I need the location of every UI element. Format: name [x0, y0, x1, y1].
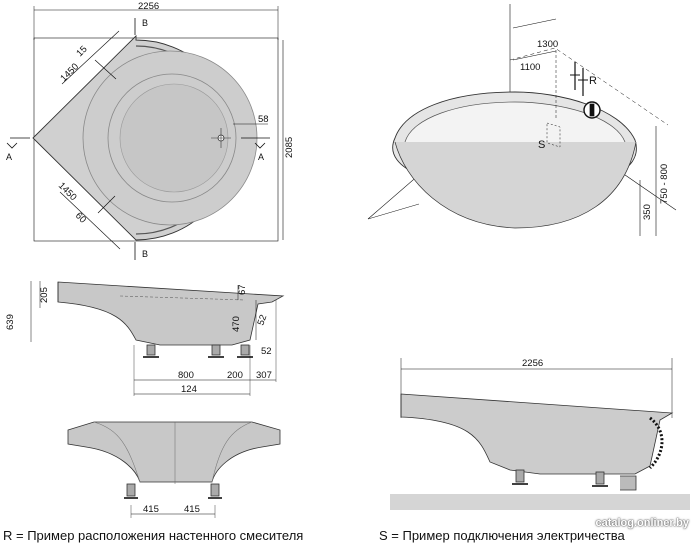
legend-s: S = Пример подключения электричества	[379, 528, 625, 543]
profile-view-labels: 2256	[522, 358, 543, 369]
side-top-offset-dim: 67	[237, 284, 248, 295]
profile-width-dim: 2256	[522, 358, 543, 369]
persp-1300-dim: 1300	[537, 39, 558, 50]
section-a-right: A	[258, 152, 264, 162]
front-view	[67, 421, 281, 518]
persp-height-range-dim: 750 - 800	[659, 164, 670, 204]
persp-label-s: S	[538, 139, 545, 151]
perspective-labels: 1300 1100 750 - 800 350 R S	[520, 39, 670, 220]
side-height-dim: 639	[5, 314, 16, 330]
persp-1100-dim: 1100	[520, 62, 540, 73]
perspective-view	[367, 4, 677, 236]
top-rim-lower-dim: 60	[73, 210, 88, 225]
top-drain-dim: 58	[258, 114, 269, 125]
side-foot-dim: 52	[261, 346, 272, 357]
top-view	[6, 6, 284, 260]
section-b-bottom: B	[142, 249, 148, 259]
persp-label-r: R	[589, 75, 597, 87]
profile-view	[390, 358, 690, 510]
front-right-dim: 415	[184, 504, 200, 515]
front-view-labels: 415 415	[143, 504, 200, 515]
side-view	[30, 281, 285, 396]
side-rim-dim: 205	[39, 287, 50, 303]
top-rim-upper-dim: 15	[74, 44, 89, 59]
side-angle-dim: 52	[255, 313, 269, 327]
side-width-a-dim: 800	[178, 370, 194, 381]
side-inner-height-dim: 470	[231, 316, 242, 332]
front-left-dim: 415	[143, 504, 159, 515]
top-width-dim: 2256	[138, 1, 159, 12]
section-b-top: B	[142, 18, 148, 28]
side-width-d-dim: 124	[181, 384, 197, 395]
side-width-b-dim: 200	[227, 370, 243, 381]
top-side-lower-dim: 1450	[56, 180, 79, 203]
legend-r: R = Пример расположения настенного смеси…	[3, 528, 304, 543]
top-side-upper-dim: 1450	[58, 61, 81, 84]
side-width-c-dim: 307	[256, 370, 272, 381]
persp-350-dim: 350	[642, 204, 653, 220]
section-a-left: A	[6, 152, 12, 162]
top-depth-dim: 2085	[284, 137, 295, 158]
side-view-labels: 639 205 67 470 52 52 800 200 307 124	[5, 284, 272, 395]
watermark: catalog.onliner.by	[595, 517, 689, 529]
